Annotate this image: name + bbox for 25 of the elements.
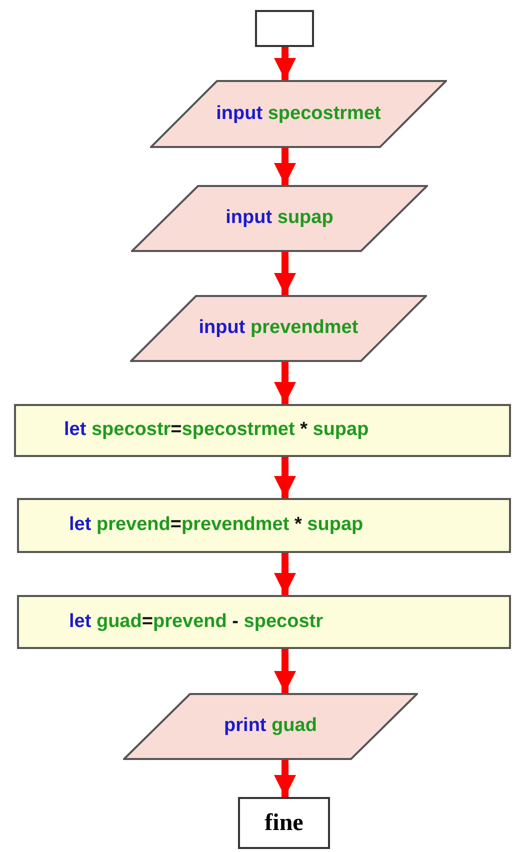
statement-text: input supap	[226, 206, 334, 230]
flow-arrow	[274, 649, 296, 693]
flow-arrow	[274, 553, 296, 595]
input-output-parallelogram	[150, 80, 447, 148]
process-box	[17, 595, 511, 649]
process-box	[17, 498, 511, 553]
flow-arrow	[274, 252, 296, 295]
flow-arrow	[274, 362, 296, 404]
terminal-box	[238, 797, 330, 849]
statement-text: let guad=prevend - specostr	[69, 610, 323, 634]
statement-text: input specostrmet	[216, 102, 381, 126]
statement-text: let specostr=specostrmet * supap	[64, 418, 369, 442]
process-box	[14, 404, 511, 457]
input-output-parallelogram	[123, 693, 418, 760]
flow-arrow	[274, 148, 296, 185]
terminal-label: fine	[264, 809, 304, 838]
input-output-parallelogram	[131, 185, 428, 252]
flow-arrow	[274, 47, 296, 80]
flow-arrow	[274, 760, 296, 797]
statement-text: let prevend=prevendmet * supap	[69, 513, 364, 538]
start-box	[255, 10, 314, 47]
flow-arrow	[274, 457, 296, 498]
statement-text: input prevendmet	[198, 316, 358, 340]
input-output-parallelogram	[130, 295, 427, 362]
statement-text: print guad	[224, 714, 317, 738]
